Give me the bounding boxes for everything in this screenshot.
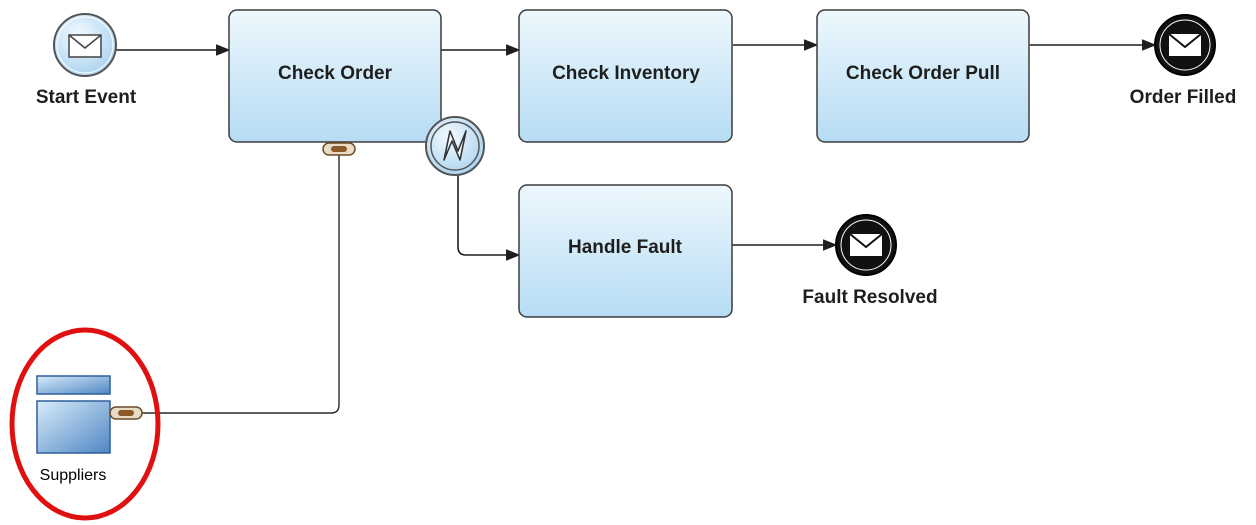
task-check-order-pull-label: Check Order Pull (846, 63, 1000, 84)
task-check-inventory[interactable]: Check Inventory (518, 9, 733, 143)
end-event-fault-resolved-label: Fault Resolved (802, 287, 937, 308)
task-handle-fault-label: Handle Fault (568, 237, 683, 258)
chain-link-icon (322, 142, 356, 156)
chain-link-icon (109, 406, 143, 420)
start-event-label: Start Event (36, 87, 137, 108)
data-store-suppliers-label: Suppliers (40, 467, 107, 484)
task-handle-fault[interactable]: Handle Fault (518, 184, 733, 318)
task-check-inventory-label: Check Inventory (552, 63, 700, 84)
task-check-order[interactable]: Check Order (228, 9, 442, 143)
start-event[interactable] (53, 13, 117, 77)
envelope-filled-icon (1168, 33, 1202, 56)
envelope-icon (68, 34, 102, 58)
flow-boundary-to-handle-fault[interactable] (457, 175, 521, 261)
sequence-flows (115, 39, 1157, 261)
data-store-icon (36, 375, 111, 454)
highlight-circle (9, 327, 161, 521)
task-check-order-pull[interactable]: Check Order Pull (816, 9, 1030, 143)
end-event-fault-resolved[interactable] (835, 214, 897, 276)
data-association-suppliers[interactable] (140, 150, 340, 414)
envelope-filled-icon (849, 233, 883, 256)
end-event-order-filled-label: Order Filled (1130, 87, 1237, 108)
lightning-icon (443, 130, 467, 161)
end-event-order-filled[interactable] (1154, 14, 1216, 76)
boundary-error-event[interactable] (425, 116, 485, 176)
task-check-order-label: Check Order (278, 63, 393, 84)
data-store-suppliers[interactable]: Suppliers (36, 375, 143, 484)
